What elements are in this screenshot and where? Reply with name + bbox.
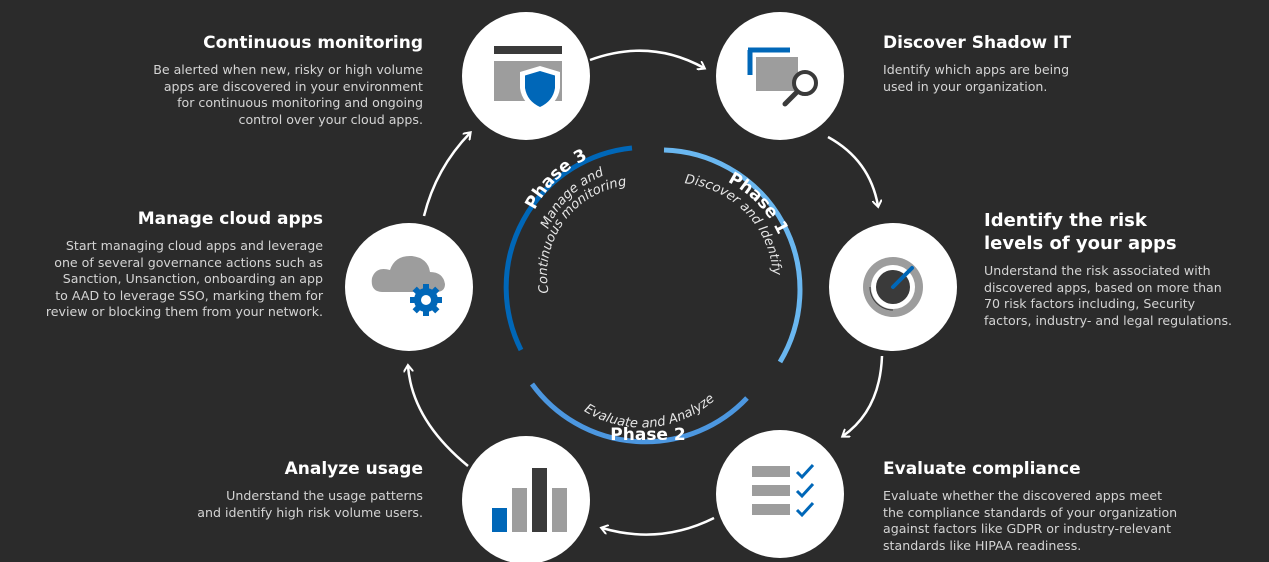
gauge-icon xyxy=(863,257,923,317)
step-title: Identify the risk levels of your apps xyxy=(984,210,1177,254)
step-title: Continuous monitoring xyxy=(203,33,423,53)
circle-evaluate-compliance xyxy=(716,430,844,558)
step-description: Be alerted when new, risky or high volum… xyxy=(153,62,423,127)
checklist-icon xyxy=(752,463,815,518)
circle-discover-shadow-it xyxy=(716,12,844,140)
step-title: Evaluate compliance xyxy=(883,459,1081,479)
phase2-arc xyxy=(529,382,749,445)
bar-chart-icon xyxy=(492,468,567,532)
cycle-arrows xyxy=(408,49,884,536)
step-analyze-usage: Analyze usage Understand the usage patte… xyxy=(93,459,423,521)
circle-manage-cloud-apps xyxy=(345,223,473,351)
step-description: Evaluate whether the discovered apps mee… xyxy=(883,488,1178,553)
phase2-title: Phase 2 xyxy=(610,425,685,445)
arrow-manage-to-monitor xyxy=(422,133,470,217)
circle-continuous-monitoring xyxy=(462,12,590,140)
step-description: Understand the risk associated with disc… xyxy=(984,263,1233,328)
arrow-discover-to-identify xyxy=(827,135,878,206)
arrow-evaluate-to-analyze xyxy=(602,516,715,536)
step-discover-shadow-it: Discover Shadow IT Identify which apps a… xyxy=(883,33,1213,95)
step-title: Manage cloud apps xyxy=(137,209,323,229)
cloud-gear-icon xyxy=(371,255,445,316)
step-evaluate-compliance: Evaluate compliance Evaluate whether the… xyxy=(883,459,1267,554)
step-description: Start managing cloud apps and leverage o… xyxy=(45,238,323,319)
step-description: Understand the usage patterns and identi… xyxy=(197,488,423,520)
browser-shield-icon xyxy=(494,46,562,112)
step-title: Analyze usage xyxy=(284,459,423,479)
step-manage-cloud-apps: Manage cloud apps Start managing cloud a… xyxy=(3,209,323,321)
step-title: Discover Shadow IT xyxy=(883,33,1071,53)
phase1-arc xyxy=(663,147,803,364)
arrow-identify-to-evaluate xyxy=(843,355,884,436)
magnifier-icon xyxy=(747,47,818,107)
circle-analyze-usage xyxy=(462,436,590,562)
arrow-analyze-to-manage xyxy=(408,366,469,467)
circle-identify-risk xyxy=(829,223,957,351)
step-continuous-monitoring: Continuous monitoring Be alerted when ne… xyxy=(93,33,423,128)
phase-ring xyxy=(503,145,803,445)
step-identify-risk: Identify the risk levels of your apps Un… xyxy=(984,209,1266,329)
arrow-monitor-to-discover xyxy=(589,49,704,68)
phase3-arc xyxy=(503,145,633,352)
step-description: Identify which apps are being used in yo… xyxy=(883,62,1070,94)
